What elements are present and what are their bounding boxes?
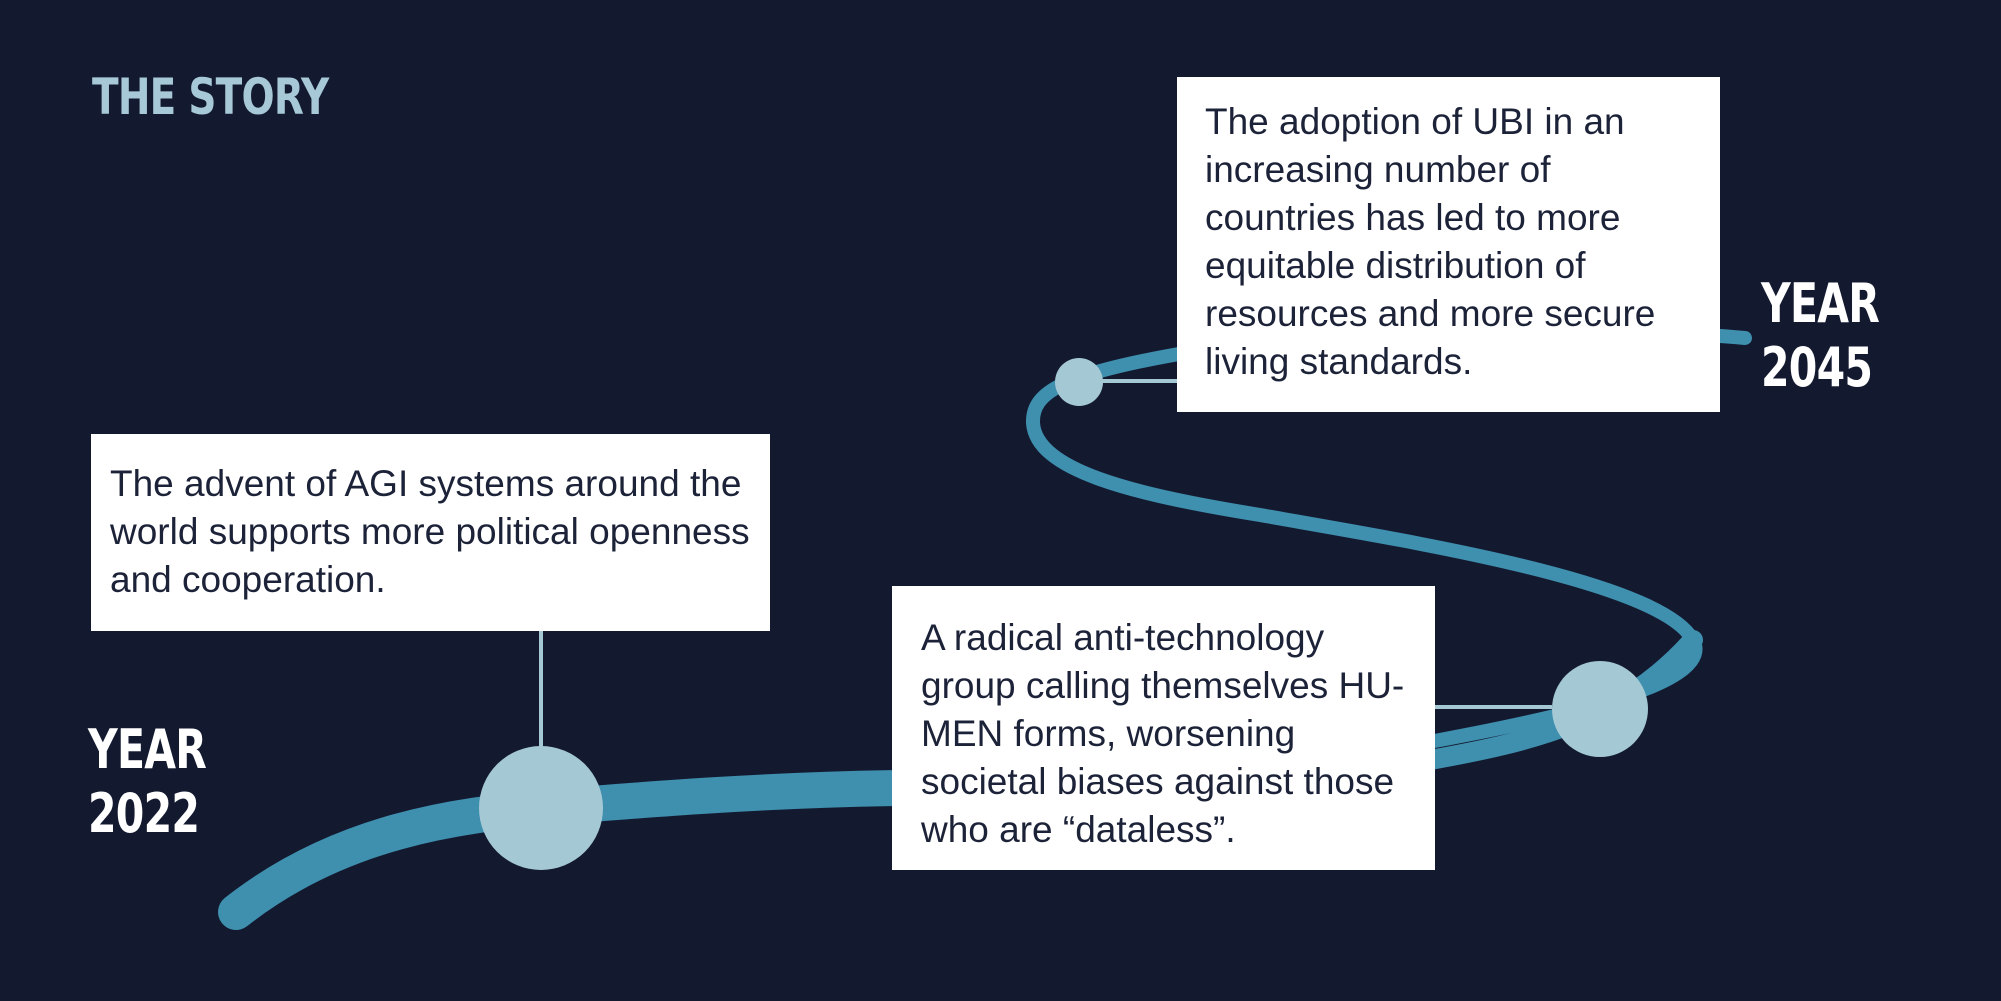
- event-card-humen: A radical anti-technology group calling …: [892, 586, 1435, 870]
- start-year-value: 2022: [88, 782, 200, 845]
- end-year-label: YEAR 2045: [1761, 272, 1880, 400]
- event-card-agi: The advent of AGI systems around the wor…: [91, 434, 770, 631]
- start-year-word: YEAR: [88, 718, 207, 781]
- milestone-node-humen: [1552, 661, 1648, 757]
- end-year-word: YEAR: [1761, 272, 1880, 335]
- milestone-node-agi: [479, 746, 603, 870]
- start-year-label: YEAR 2022: [88, 718, 207, 846]
- end-year-value: 2045: [1761, 336, 1873, 399]
- page-title: THE STORY: [92, 68, 329, 126]
- milestone-node-ubi: [1055, 358, 1103, 406]
- event-card-ubi: The adoption of UBI in an increasing num…: [1177, 77, 1720, 412]
